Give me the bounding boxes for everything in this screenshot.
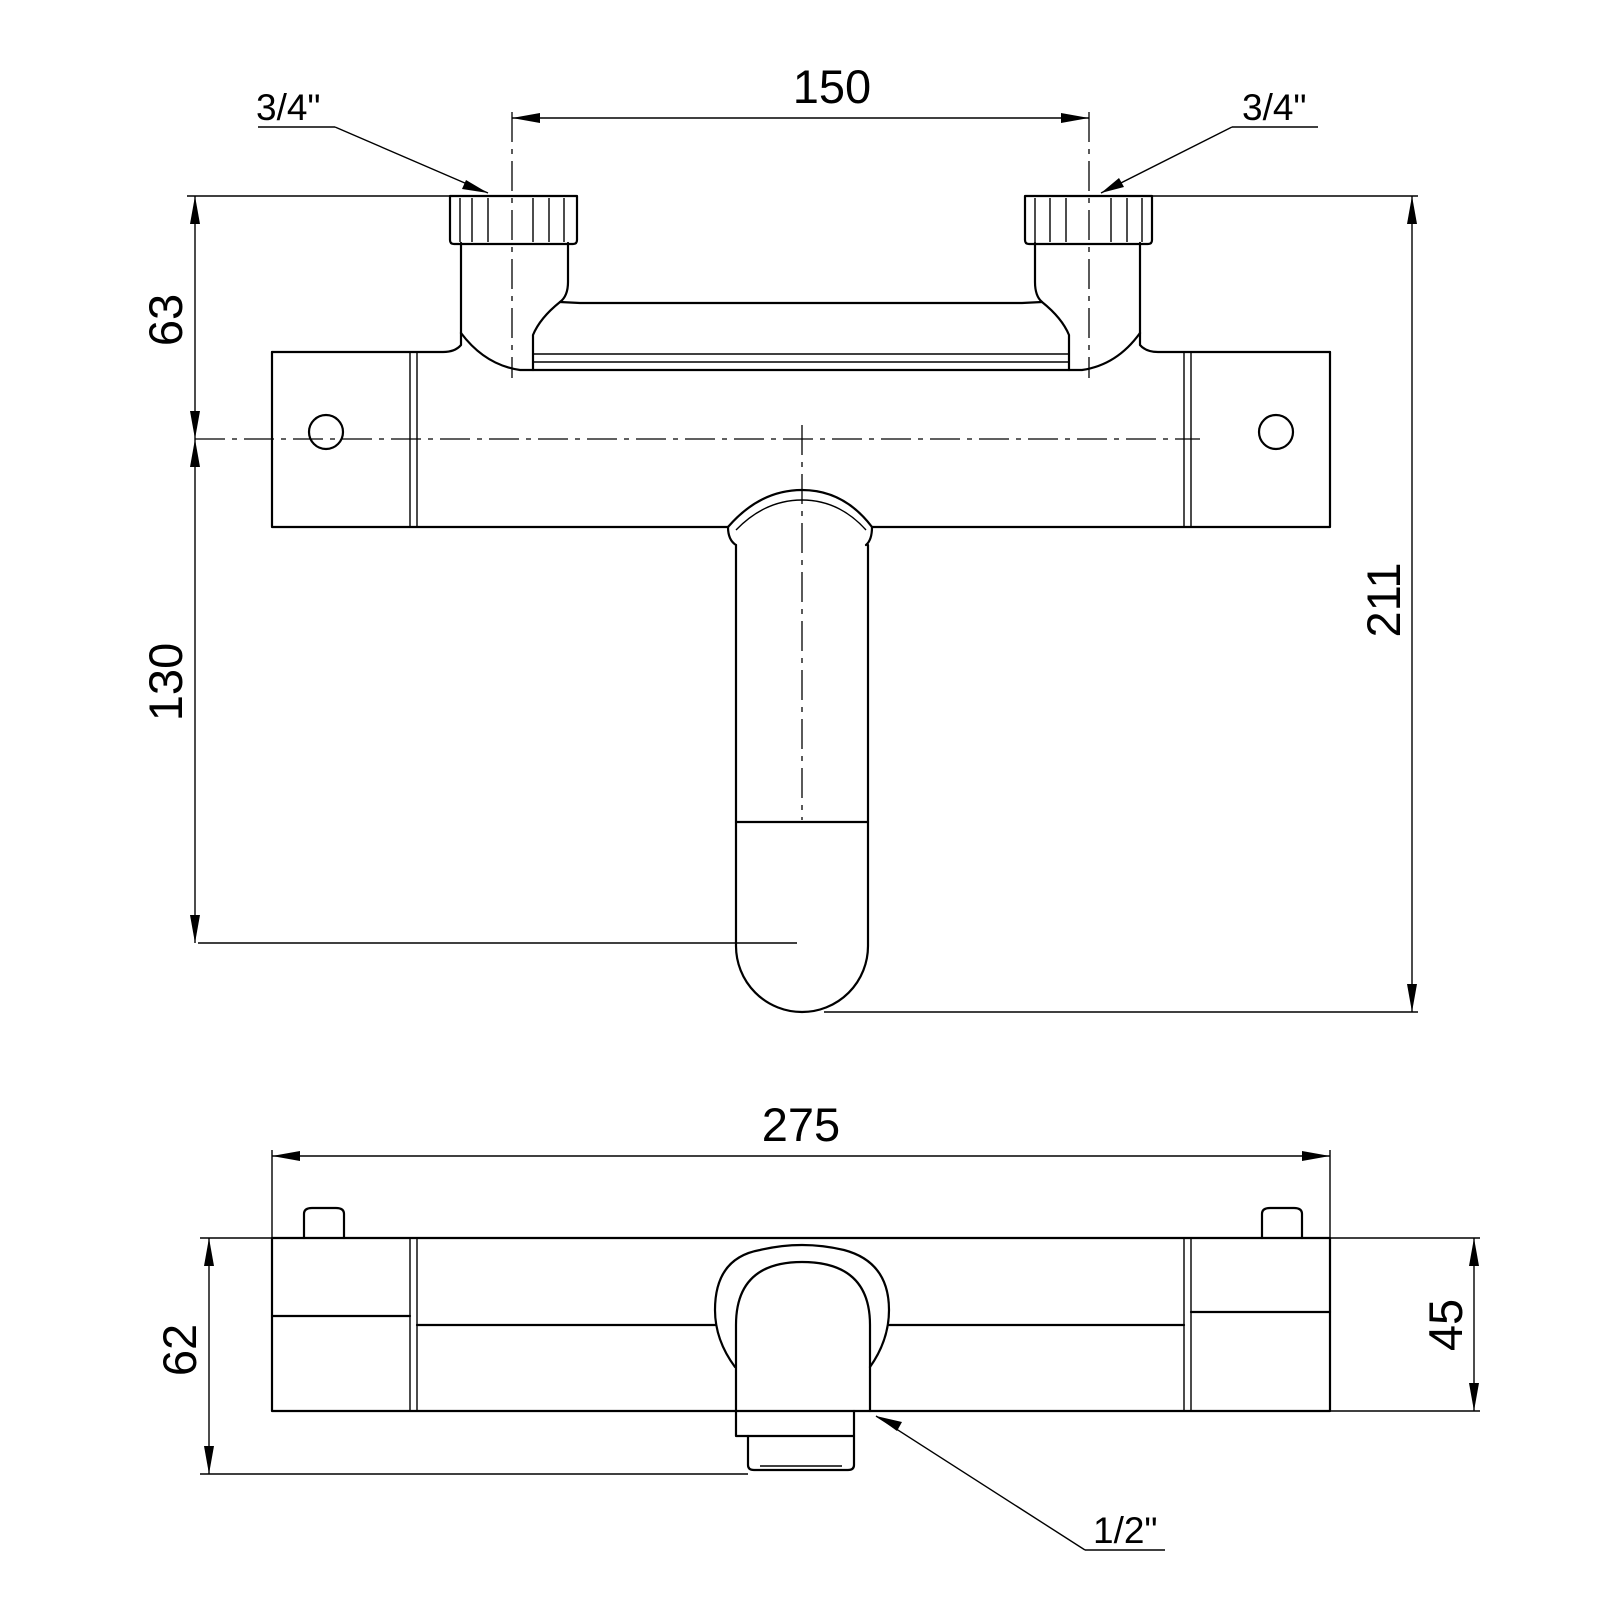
thread-left-label: 3/4"	[256, 87, 321, 128]
left-inlet-nut	[448, 194, 579, 246]
left-mounting-hole	[307, 413, 345, 451]
front-right-knob	[1260, 1206, 1304, 1240]
leader-inlet-left: 3/4"	[256, 87, 489, 194]
dimension-63-label: 63	[139, 294, 192, 346]
dimension-150: 150	[512, 60, 1089, 123]
dimension-62-label: 62	[153, 1324, 206, 1376]
front-left-knob	[302, 1206, 346, 1240]
dimension-62: 62	[153, 1237, 748, 1475]
front-view: 275 62 45 1/2"	[153, 1098, 1480, 1551]
dimension-275: 275	[271, 1098, 1331, 1238]
spout	[726, 488, 874, 1014]
dimension-63: 63	[139, 196, 200, 439]
thread-right-label: 3/4"	[1242, 87, 1307, 128]
dimension-45-label: 45	[1419, 1299, 1472, 1351]
dimension-211: 211	[1357, 196, 1417, 1012]
dimension-275-label: 275	[762, 1098, 840, 1151]
top-view: 150 3/4" 3/4" 63	[139, 60, 1418, 1014]
right-mounting-hole	[1257, 413, 1295, 451]
front-body	[270, 1236, 1332, 1413]
dimension-45: 45	[1330, 1237, 1480, 1412]
dimension-130: 130	[139, 439, 200, 943]
dimension-130-label: 130	[139, 643, 192, 721]
thread-outlet-label: 1/2"	[1093, 1510, 1158, 1551]
dimension-150-label: 150	[793, 60, 871, 113]
dimension-211-label: 211	[1357, 563, 1410, 638]
front-spout	[713, 1243, 891, 1472]
right-inlet-nut	[1023, 194, 1154, 246]
leader-outlet: 1/2"	[875, 1415, 1165, 1551]
inlet-bridge	[459, 241, 1142, 372]
leader-inlet-right: 3/4"	[1100, 87, 1318, 194]
